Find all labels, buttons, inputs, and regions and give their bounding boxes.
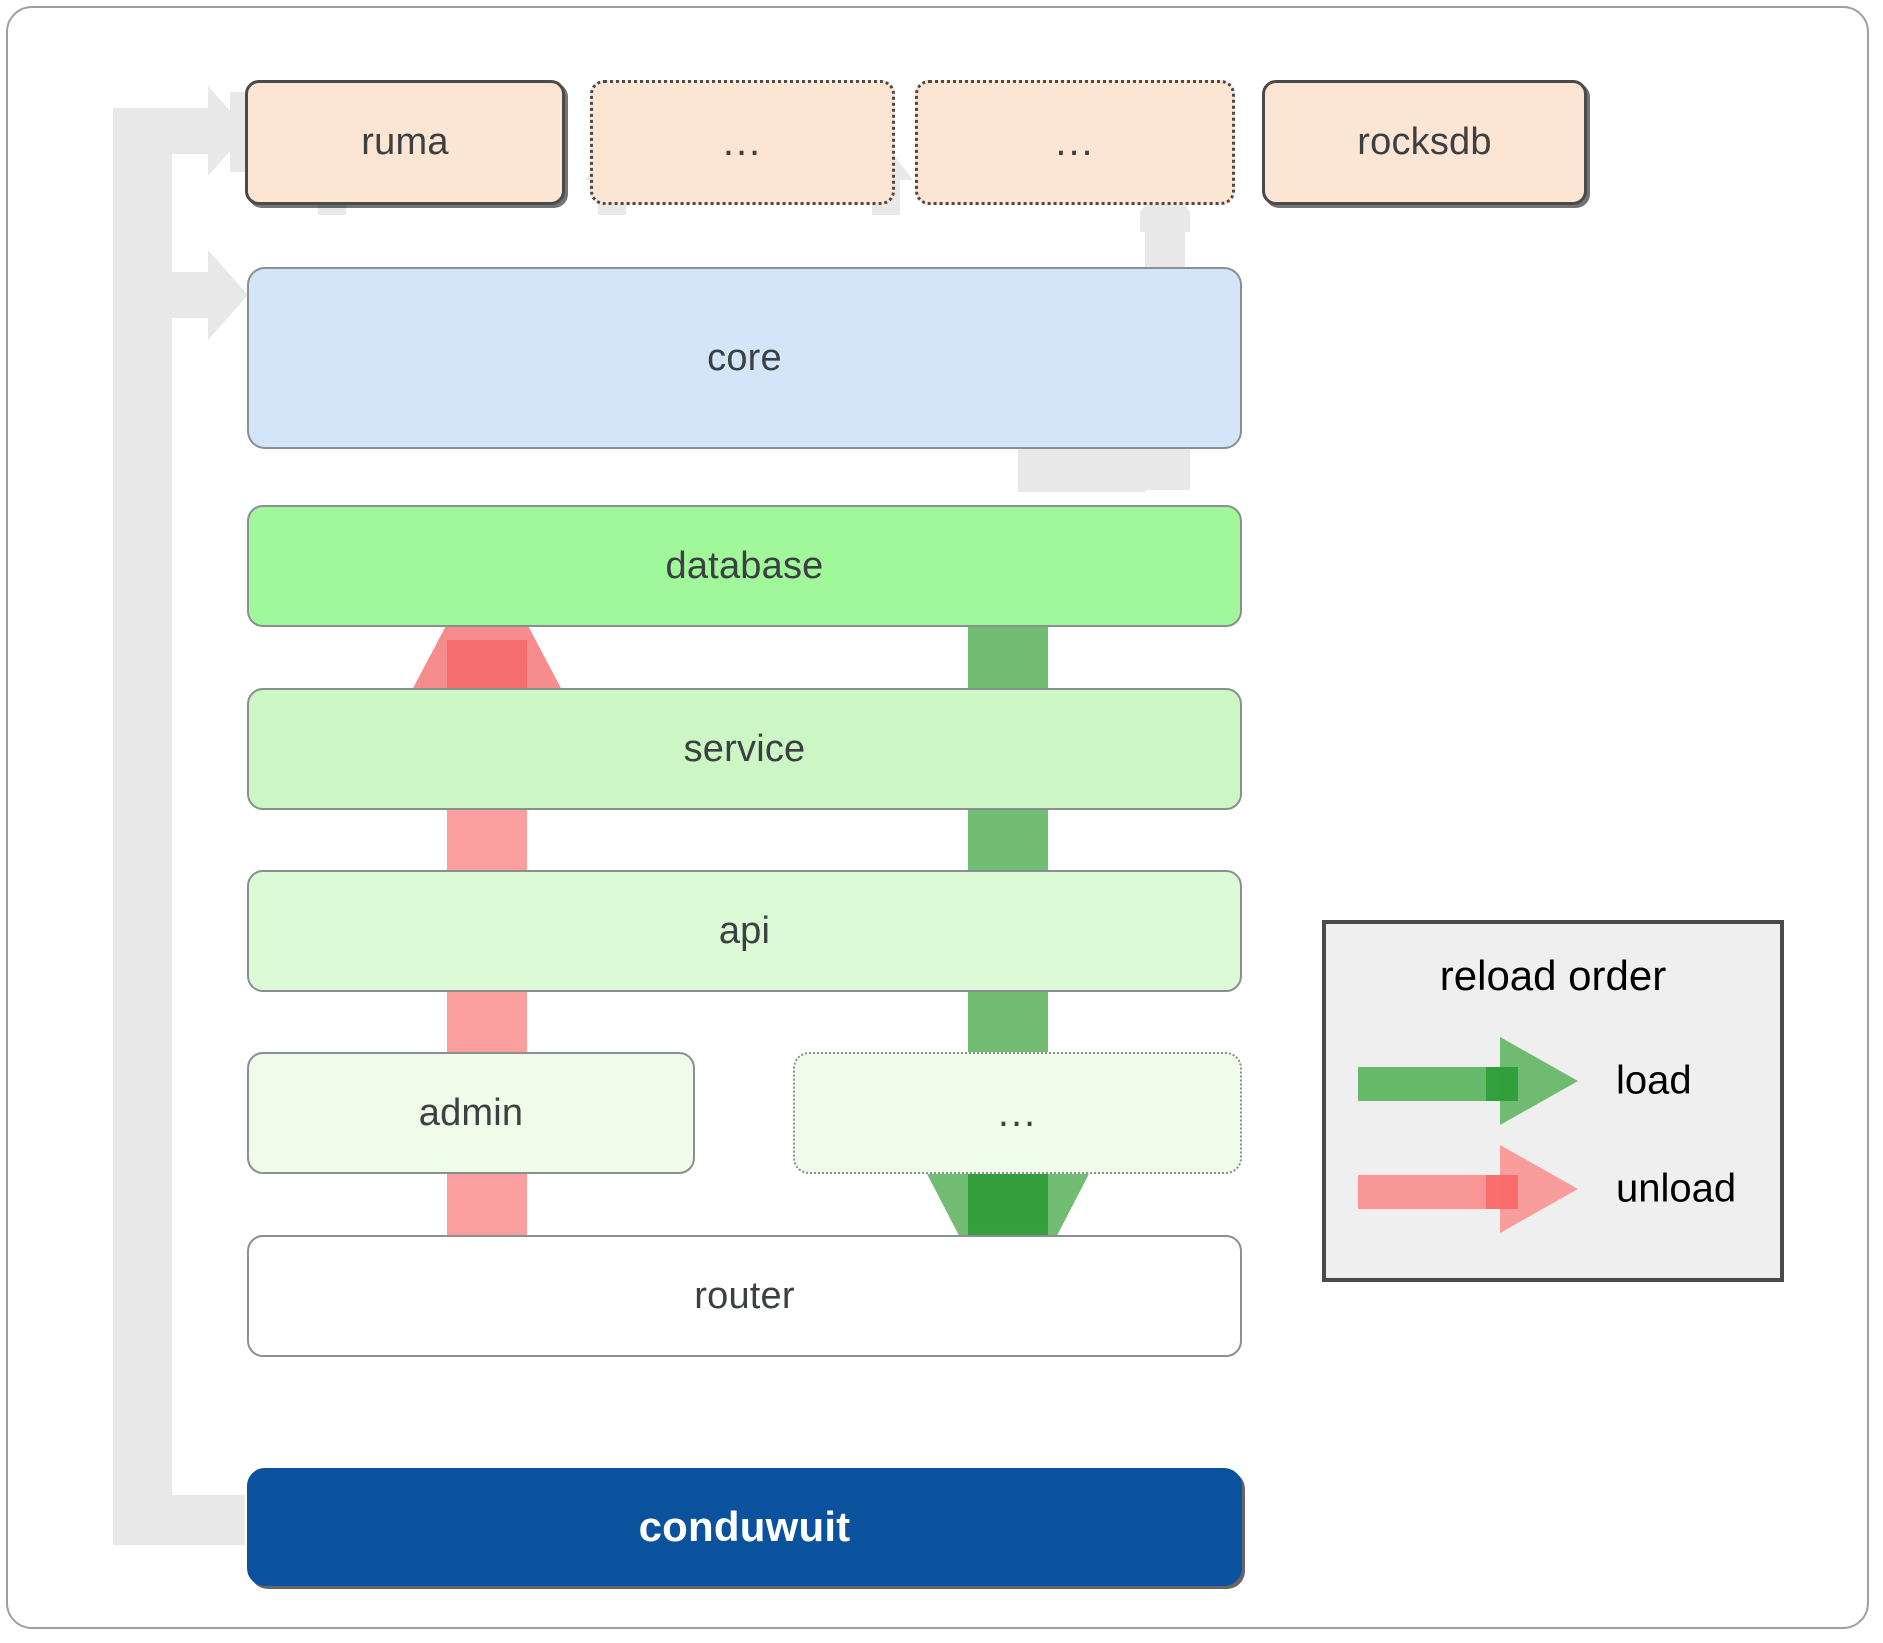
layer-label-extra: ... [997, 1090, 1038, 1135]
legend-label-unload: unload [1616, 1166, 1737, 1211]
layer-label-admin: admin [418, 1091, 524, 1134]
wire-arrow-ruma [113, 86, 248, 176]
load-arrow-icon [1358, 1037, 1578, 1125]
legend-row-load: load [1326, 1036, 1780, 1126]
layer-api[interactable]: api [247, 870, 1242, 992]
legend-row-unload: unload [1326, 1144, 1780, 1234]
legend-panel: reload order load unload [1322, 920, 1784, 1282]
wire-db-rocksdb-base [1018, 445, 1190, 490]
dependency-label-ellipsis-2: ... [1055, 120, 1095, 164]
wire-arrow-core [113, 250, 248, 340]
dependency-node-ellipsis-1[interactable]: ... [590, 80, 895, 205]
layer-core[interactable]: core [247, 267, 1242, 449]
layer-extra[interactable]: ... [793, 1052, 1242, 1174]
wire-arrow-ruma-stem [155, 92, 248, 172]
binary-label-conduwuit: conduwuit [638, 1503, 851, 1550]
layer-service[interactable]: service [247, 688, 1242, 810]
dependency-label-ellipsis-1: ... [722, 120, 763, 164]
layer-label-core: core [707, 336, 782, 379]
legend-title: reload order [1439, 952, 1667, 999]
layer-admin[interactable]: admin [247, 1052, 695, 1174]
dependency-node-rocksdb[interactable]: rocksdb [1262, 80, 1587, 205]
unload-arrow-icon [1358, 1145, 1578, 1233]
layer-label-router: router [694, 1274, 795, 1317]
wire-to-conduwuit [113, 1495, 245, 1545]
dependency-label-ruma: ruma [361, 121, 449, 163]
layer-label-database: database [665, 544, 824, 587]
wire-left-trunk [113, 132, 172, 1520]
layer-router[interactable]: router [247, 1235, 1242, 1357]
dependency-node-ellipsis-2[interactable]: ... [915, 80, 1235, 205]
dependency-label-rocksdb: rocksdb [1357, 121, 1492, 163]
layer-database[interactable]: database [247, 505, 1242, 627]
wire-arrow-rocksdb-head [1140, 180, 1190, 232]
legend-label-load: load [1616, 1058, 1692, 1103]
layer-label-api: api [718, 909, 771, 952]
binary-conduwuit[interactable]: conduwuit [247, 1468, 1242, 1586]
dependency-node-ruma[interactable]: ruma [245, 80, 565, 205]
layer-label-service: service [683, 727, 806, 770]
